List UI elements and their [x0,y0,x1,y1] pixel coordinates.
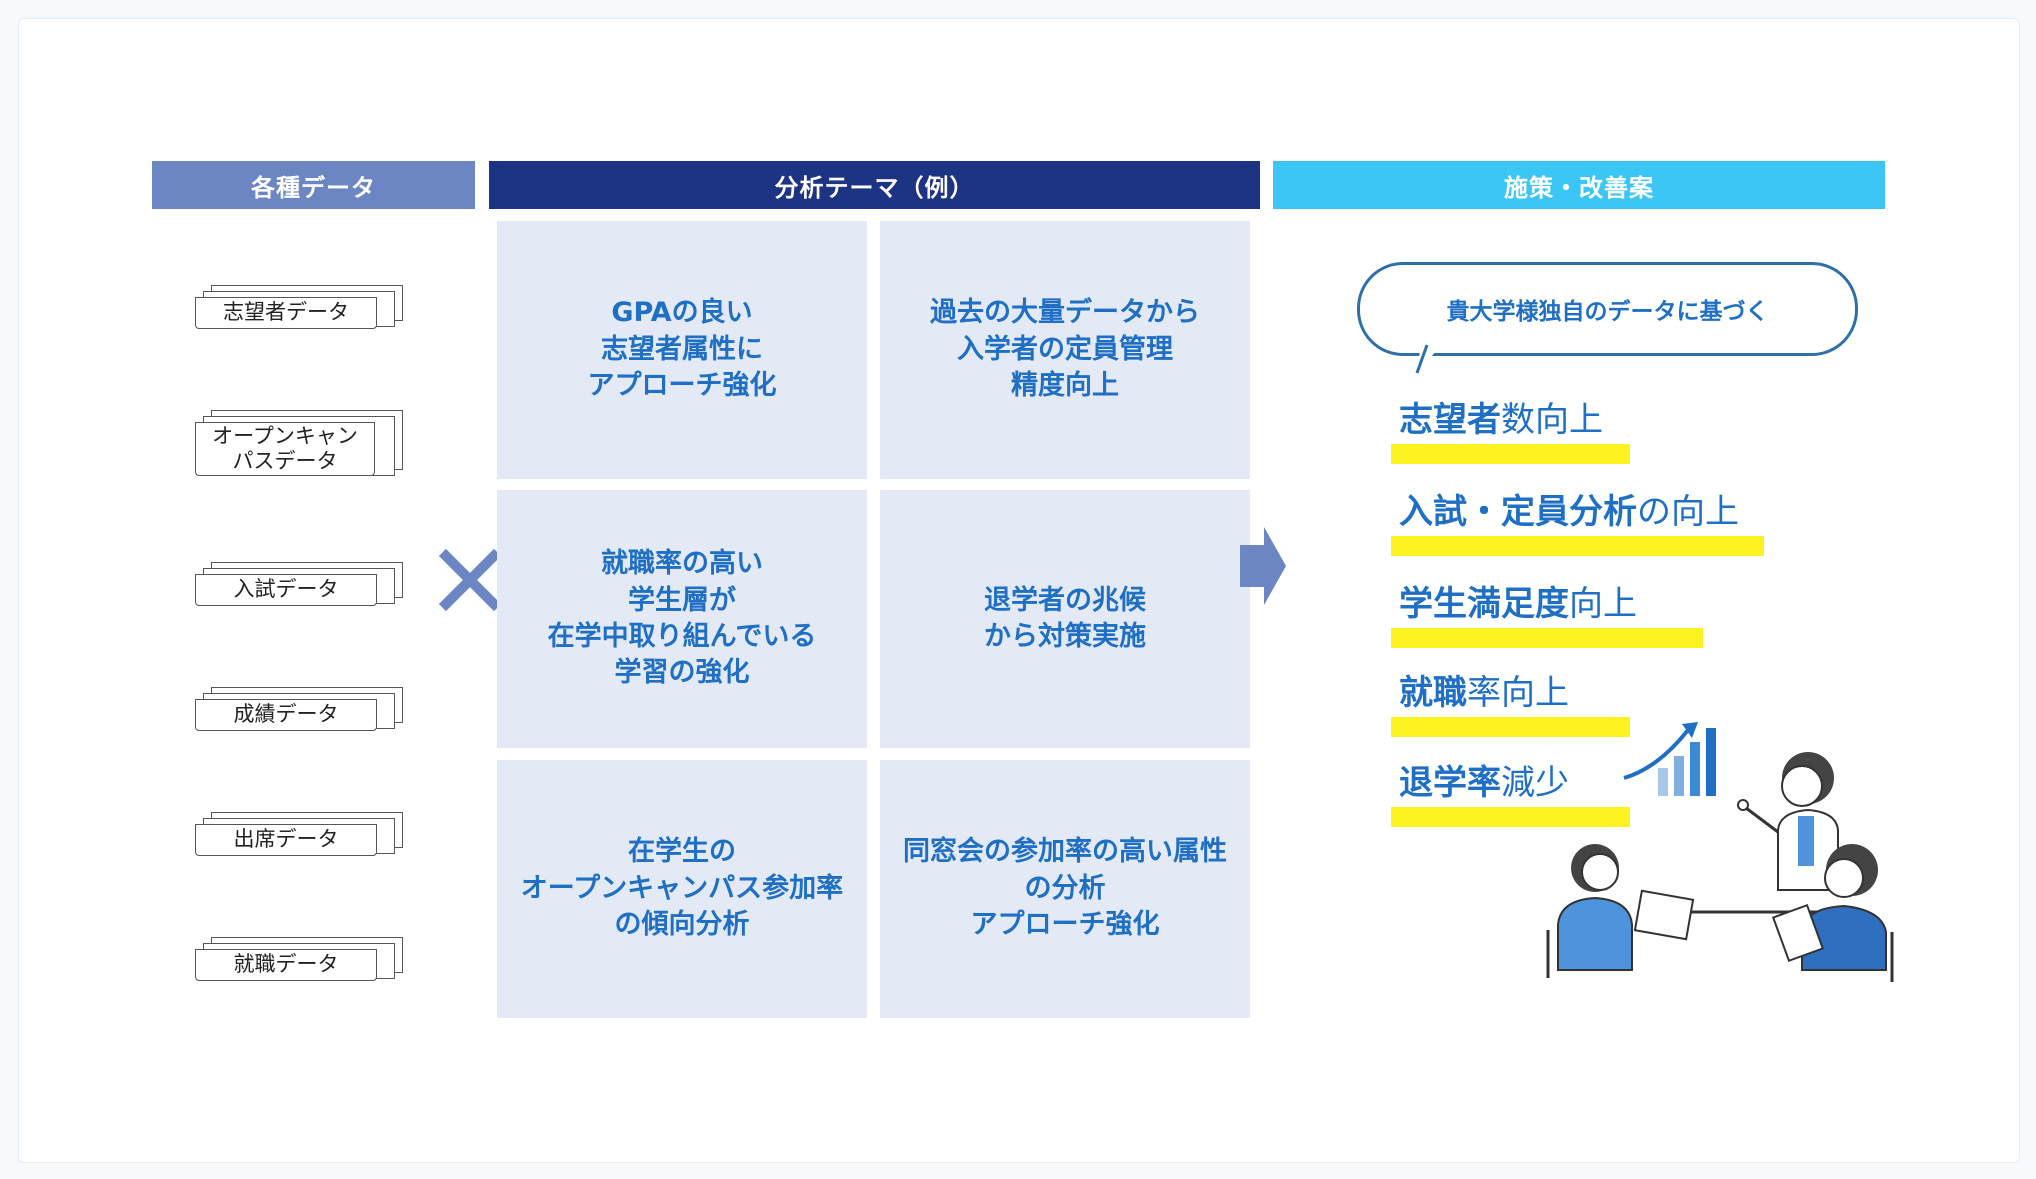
measure-rest: 率向上 [1467,673,1569,713]
measure-highlight [1391,444,1630,464]
data-item-attendance: 出席データ [195,812,405,862]
theme-cell: GPAの良い 志望者属性に アプローチ強化 [497,221,867,479]
header-theme: 分析テーマ（例） [489,161,1260,209]
growth-chart-icon [1623,722,1716,796]
measure-rest: 減少 [1501,763,1569,803]
data-item-applicant: 志望者データ [195,285,405,335]
measure-highlight [1391,628,1703,648]
cross-icon [438,548,502,612]
bubble-tail [1415,343,1443,374]
theme-cell: 退学者の兆候 から対策実施 [880,490,1250,748]
theme-cell: 過去の大量データから 入学者の定員管理 精度向上 [880,221,1250,479]
data-item-label: オープンキャンパスデータ [195,422,375,476]
theme-cell: 在学生の オープンキャンパス参加率 の傾向分析 [497,760,867,1018]
data-item-label: 志望者データ [195,297,377,329]
measure-highlight [1391,536,1764,556]
measure-bold: 就職 [1399,673,1467,713]
measure-rest: の向上 [1637,492,1739,532]
data-item-label: 出席データ [195,824,377,856]
measure-highlight [1391,807,1630,827]
measure-bold: 退学率 [1399,763,1501,803]
person-left [1546,844,1695,978]
data-item-employment: 就職データ [195,937,405,987]
meeting-illustration [1546,722,1894,982]
person-standing [1737,752,1839,891]
data-item-exam: 入試データ [195,562,405,612]
measure-rest: 向上 [1569,584,1637,624]
measure-bold: 志望者 [1399,400,1501,440]
data-item-label: 成績データ [195,699,377,731]
measure-bold: 学生満足度 [1399,584,1569,624]
measure-rest: 数向上 [1501,400,1603,440]
data-item-label: 就職データ [195,949,377,981]
data-item-open-campus: オープンキャンパスデータ [195,410,405,490]
person-right [1771,844,1894,982]
data-item-grades: 成績データ [195,687,405,737]
measure-bold: 入試・定員分析 [1399,492,1637,532]
header-data: 各種データ [152,161,475,209]
measure-highlight [1391,717,1630,737]
theme-cell: 同窓会の参加率の高い属性 の分析 アプローチ強化 [880,760,1250,1018]
header-measure: 施策・改善案 [1273,161,1885,209]
arrow-right-icon [1240,527,1286,605]
speech-bubble: 貴大学様独自のデータに基づく [1357,262,1858,356]
data-item-label: 入試データ [195,574,377,606]
theme-cell: 就職率の高い 学生層が 在学中取り組んでいる 学習の強化 [497,490,867,748]
